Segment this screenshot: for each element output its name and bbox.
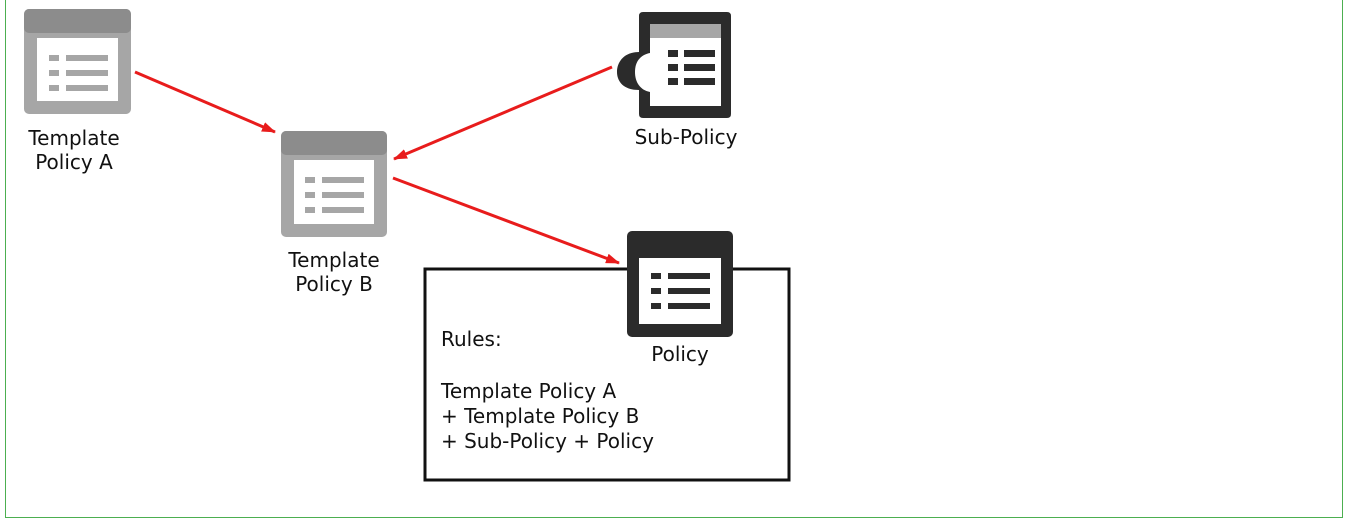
rules-line-1: Template Policy A	[441, 379, 617, 403]
arrow-template-a-to-template-b	[134, 70, 276, 134]
sub-policy-puzzle-icon	[617, 12, 731, 118]
template-policy-b-label-line1: Template	[288, 248, 380, 272]
sub-policy-label: Sub-Policy	[634, 125, 738, 149]
canvas-frame	[5, 0, 1343, 518]
template-policy-b-icon	[281, 131, 387, 237]
template-policy-a-label-line2: Policy A	[35, 150, 113, 174]
template-policy-a-label-line1: Template	[28, 126, 120, 150]
arrow-template-b-to-policy	[392, 176, 620, 265]
template-policy-b-label: Template Policy B	[274, 248, 394, 296]
policy-icon	[627, 231, 733, 337]
template-policy-a-label: Template Policy A	[14, 126, 134, 174]
policy-label: Policy	[651, 342, 709, 366]
template-policy-a-icon	[24, 9, 131, 114]
rules-line-3: + Sub-Policy + Policy	[441, 429, 654, 453]
template-policy-b-label-line2: Policy B	[295, 272, 373, 296]
arrow-sub-policy-to-template-b	[393, 65, 613, 161]
rules-heading: Rules:	[441, 327, 502, 351]
rules-line-2: + Template Policy B	[441, 404, 640, 428]
